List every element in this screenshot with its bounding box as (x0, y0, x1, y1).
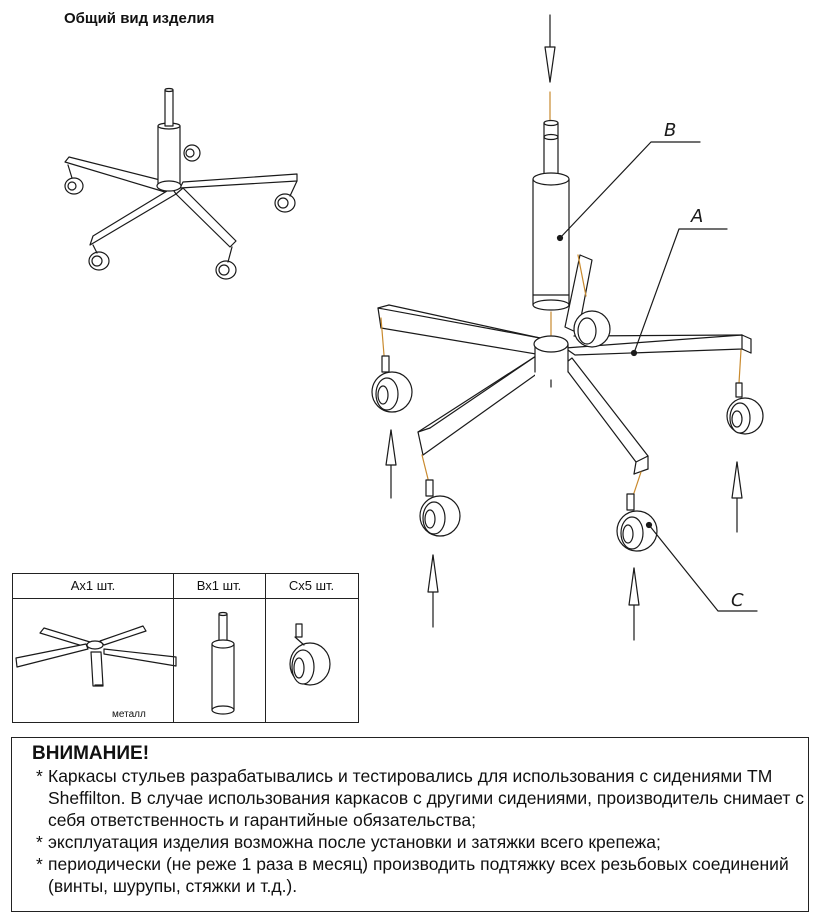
general-view-caster (215, 260, 237, 280)
caster-part-c (371, 355, 413, 413)
bullet-asterisk: * (36, 832, 43, 852)
arrow-up (628, 567, 640, 641)
page-title: Общий вид изделия (64, 10, 215, 27)
parts-table-header-c: Сх5 шт. (265, 574, 358, 599)
arrow-down-top (544, 14, 556, 83)
bullet-asterisk: * (36, 766, 43, 786)
general-view-caster (183, 144, 201, 162)
notice-item-text: эксплуатация изделия возможна после уста… (48, 832, 661, 852)
notice-item: *периодически (не реже 1 раза в месяц) п… (32, 853, 808, 897)
caster-part-c (616, 493, 658, 552)
notice-item: *эксплуатация изделия возможна после уст… (32, 831, 808, 853)
parts-table-header-b: Вх1 шт. (173, 574, 265, 599)
arrow-up (427, 554, 439, 628)
notice-item: *Каркасы стульев разрабатывались и тести… (32, 765, 808, 831)
callout-leader-c (648, 524, 758, 612)
caster-guide-lines (380, 254, 742, 494)
assembly-drawing: B A C (15, 14, 764, 715)
table-divider (265, 574, 266, 722)
notice-item-text: Каркасы стульев разрабатывались и тестир… (48, 766, 804, 830)
parts-illustration-a (15, 625, 177, 687)
general-view-chair-base (64, 87, 298, 280)
bullet-asterisk: * (36, 854, 43, 874)
callout-leader-b (559, 141, 701, 239)
arrow-up (385, 429, 397, 499)
notice-heading: ВНИМАНИЕ! (32, 743, 150, 764)
notice-item-text: периодически (не реже 1 раза в месяц) пр… (48, 854, 789, 896)
parts-illustration-b (211, 611, 235, 715)
parts-table: Ах1 шт. Вх1 шт. Сх5 шт. металл (12, 573, 359, 723)
callout-leader-a (633, 228, 728, 354)
general-view-caster (88, 251, 110, 271)
star-base-part-a (377, 254, 752, 475)
arrow-up (731, 461, 743, 533)
callout-label-c: C (731, 590, 744, 611)
caster-part-c (419, 479, 461, 537)
caster-part-c-rear (573, 310, 611, 348)
table-divider (173, 574, 174, 722)
general-view-caster (274, 193, 296, 213)
general-view-caster (64, 177, 84, 195)
parts-table-header-a: Ах1 шт. (13, 574, 173, 599)
callout-label-a: A (690, 206, 703, 227)
material-label: металл (112, 709, 146, 720)
warning-notice: ВНИМАНИЕ! *Каркасы стульев разрабатывали… (11, 737, 809, 912)
parts-illustration-c (289, 623, 331, 686)
callout-label-b: B (664, 120, 676, 141)
caster-part-c (726, 382, 764, 435)
gas-lift-part-b (532, 119, 570, 311)
